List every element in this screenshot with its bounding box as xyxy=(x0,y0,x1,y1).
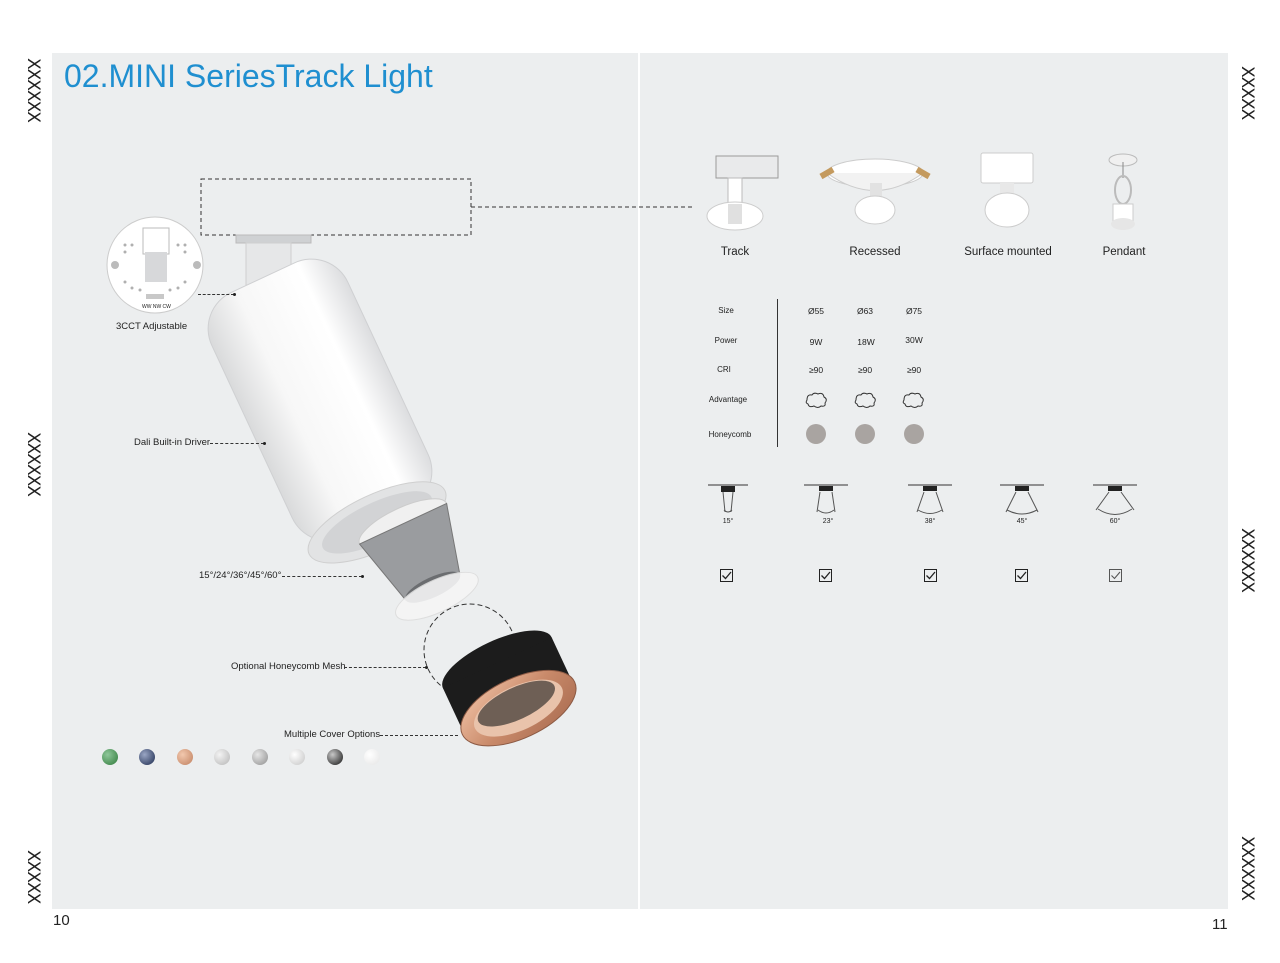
callout-dali: Dali Built-in Driver xyxy=(134,437,211,448)
callout-cover: Multiple Cover Options xyxy=(284,729,381,740)
cover-swatch-light-silver xyxy=(289,749,305,765)
cct-option-labels: WW NW CW xyxy=(142,304,171,310)
callout-honeycomb: Optional Honeycomb Mesh xyxy=(231,661,346,672)
beam-label-45: 45° xyxy=(1016,518,1028,525)
checkbox-60[interactable] xyxy=(1109,569,1122,582)
beam-label-15: 15° xyxy=(722,518,734,525)
size-value-75: Ø75 xyxy=(905,306,923,316)
advantage-icon-3 xyxy=(902,392,924,408)
cri-value-3: ≥90 xyxy=(906,365,922,375)
size-value-63: Ø63 xyxy=(856,306,874,316)
beam-60-icon xyxy=(1093,484,1137,515)
callout-angles: 15°/24°/36°/45°/60° xyxy=(199,570,282,581)
pendant-mount-icon xyxy=(1108,153,1138,230)
beam-label-60: 60° xyxy=(1109,518,1121,525)
advantage-icon-1 xyxy=(805,392,827,408)
page-number-right: 11 xyxy=(1212,916,1228,933)
cri-value-2: ≥90 xyxy=(857,365,873,375)
beam-23-icon xyxy=(804,484,848,514)
power-value-9w: 9W xyxy=(809,337,823,347)
cover-swatch-rose-gold xyxy=(177,749,193,765)
spec-table-divider xyxy=(777,299,778,447)
checkbox-38[interactable] xyxy=(924,569,937,582)
checkbox-45[interactable] xyxy=(1015,569,1028,582)
spec-label-power: Power xyxy=(714,336,738,345)
power-value-30w: 30W xyxy=(905,335,923,345)
recessed-mount-icon xyxy=(819,158,931,225)
size-value-55: Ø55 xyxy=(807,306,825,316)
margin-mark-right-bottom: XXXXXX xyxy=(1237,836,1257,900)
spec-label-size: Size xyxy=(718,306,734,315)
margin-mark-right-middle: XXXXXX xyxy=(1237,528,1257,592)
margin-mark-left-top: XXXXXX xyxy=(23,58,43,122)
margin-mark-right-top: XXXXX xyxy=(1237,66,1257,120)
callout-cover-line xyxy=(380,735,458,736)
margin-mark-left-middle: XXXXXX xyxy=(23,432,43,496)
page-number-left: 10 xyxy=(53,912,70,929)
spec-label-cri: CRI xyxy=(717,365,731,374)
callout-cct-dot xyxy=(233,293,236,296)
beam-38-icon xyxy=(908,484,952,514)
power-value-18w: 18W xyxy=(857,337,875,347)
callout-dali-line xyxy=(210,443,264,444)
margin-mark-left-bottom: XXXXX xyxy=(23,850,43,904)
advantage-icon-2 xyxy=(854,392,876,408)
surface-mount-icon xyxy=(980,152,1034,228)
callout-honeycomb-line xyxy=(344,667,426,668)
checkbox-15[interactable] xyxy=(720,569,733,582)
checkbox-23[interactable] xyxy=(819,569,832,582)
mount-label-surface: Surface mounted xyxy=(964,246,1052,258)
callout-angles-dot xyxy=(361,575,364,578)
mount-type-illustrations xyxy=(706,152,1138,231)
cover-swatch-silver xyxy=(214,749,230,765)
cri-value-1: ≥90 xyxy=(808,365,824,375)
honeycomb-swatch-2 xyxy=(855,424,875,444)
page-title: 02.MINI SeriesTrack Light xyxy=(64,58,433,94)
mount-label-recessed: Recessed xyxy=(849,246,901,258)
beam-15-icon xyxy=(708,484,748,513)
honeycomb-swatch-3 xyxy=(904,424,924,444)
cover-swatch-navy xyxy=(139,749,155,765)
beam-label-23: 23° xyxy=(822,518,834,525)
beam-label-38: 38° xyxy=(924,518,936,525)
cover-swatch-grey xyxy=(252,749,268,765)
track-mount-icon xyxy=(706,155,779,231)
callout-dali-dot xyxy=(263,442,266,445)
spec-label-honeycomb: Honeycomb xyxy=(708,430,752,439)
callout-cct: 3CCT Adjustable xyxy=(116,321,188,332)
mount-label-track: Track xyxy=(720,246,750,258)
mount-label-pendant: Pendant xyxy=(1102,246,1146,258)
callout-cct-line xyxy=(198,294,234,295)
callout-angles-line xyxy=(282,576,362,577)
honeycomb-swatch-1 xyxy=(806,424,826,444)
callout-honeycomb-dot xyxy=(425,666,428,669)
cover-swatch-black xyxy=(327,749,343,765)
beam-45-icon xyxy=(1000,484,1044,515)
cover-swatch-white xyxy=(364,749,380,765)
spec-label-advantage: Advantage xyxy=(708,395,748,404)
cover-swatch-green xyxy=(102,749,118,765)
